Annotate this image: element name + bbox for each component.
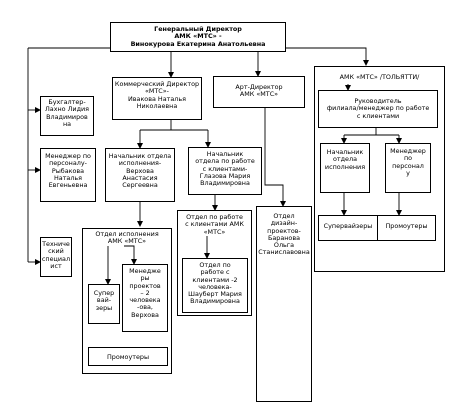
arrow-to-project-managers: [124, 245, 137, 265]
accountant-box: Бухгалтер- Лахно Лидия Владимиров на: [40, 96, 94, 136]
accountant-label: Бухгалтер- Лахно Лидия Владимиров на: [45, 99, 89, 128]
t-supervisors-label: Супервайзеры: [323, 223, 373, 230]
hr-manager-label: Менеджер по персоналу- Рыбакова Наталья …: [45, 153, 91, 190]
specialist-label: Техниче ский специал ист: [41, 241, 71, 270]
t-head-execution-box: Начальник отдела исполнения: [320, 143, 370, 193]
general-director-label: Генеральный Директор АМК «МТС» - Винокур…: [130, 26, 266, 48]
t-promoters-label: Промоутеры: [385, 223, 428, 230]
branch-head-box: Руководитель филиала/менеджер по работе …: [318, 90, 438, 128]
art-director-box: Арт-Директор АМК «МТС»: [213, 76, 305, 108]
hr-manager-box: Менеджер по персоналу- Рыбакова Наталья …: [40, 148, 96, 202]
head-client-label: Начальник отдела по работе с клиентами- …: [195, 151, 255, 188]
arrow-to-design: [264, 108, 286, 207]
t-hr-manager-label: Менеджер по персонал у: [390, 148, 426, 177]
design-dept-label: Отдел дизайн- проектов- Баранова Ольга С…: [258, 213, 310, 257]
specialist-box: Техниче ский специал ист: [40, 237, 72, 277]
arrow-to-togliatti: [286, 47, 369, 66]
promoters-left-label: Промоутеры: [106, 354, 150, 361]
project-managers-box: Менедже ры проектов – 2 человека -ова, В…: [122, 264, 168, 332]
t-staff-box: Супервайзеры Промоутеры: [318, 215, 436, 241]
art-director-label: Арт-Директор АМК «МТС»: [235, 84, 283, 99]
project-managers-label: Менедже ры проектов – 2 человека -ова, В…: [129, 268, 161, 319]
head-execution-box: Начальник отдела исполнения- Верхова Ана…: [105, 148, 175, 202]
branch-head-label: Руководитель филиала/менеджер по работе …: [326, 98, 430, 120]
client-dept-2-box: Отдел по работе с клиентами -2 человека-…: [182, 258, 248, 313]
t-head-execution-label: Начальник отдела исполнения: [324, 149, 366, 171]
t-hr-manager-box: Менеджер по персонал у: [385, 143, 431, 193]
promoters-left-box: Промоутеры: [88, 347, 168, 366]
supervisors-box: Супер вай- зеры: [88, 284, 120, 324]
design-dept-box: Отдел дизайн- проектов- Баранова Ольга С…: [256, 206, 312, 402]
client-dept-label: Отдел по работе с клиентами АМК «МТС»: [185, 214, 244, 236]
commercial-director-box: Коммерческий Директор «МТС»- Ивакова Нат…: [112, 77, 202, 120]
execution-dept-frame: Отдел исполнения АМК «МТС»: [82, 228, 172, 374]
supervisors-label: Супер вай- зеры: [93, 290, 115, 312]
togliatti-title: АМК «МТС» /ТОЛЬЯТТИ/: [339, 74, 420, 81]
general-director-box: Генеральный Директор АМК «МТС» - Винокур…: [110, 22, 286, 52]
client-dept-frame: Отдел по работе с клиентами АМК «МТС»: [177, 210, 252, 316]
togliatti-frame: АМК «МТС» /ТОЛЬЯТТИ/: [314, 66, 445, 272]
head-execution-label: Начальник отдела исполнения- Верхова Ана…: [108, 153, 172, 190]
t-staff-divider: [377, 216, 378, 240]
commercial-director-label: Коммерческий Директор «МТС»- Ивакова Нат…: [114, 81, 200, 110]
execution-dept-label: Отдел исполнения АМК «МТС»: [95, 231, 159, 246]
client-dept-2-label: Отдел по работе с клиентами -2 человека-…: [188, 262, 242, 306]
head-client-box: Начальник отдела по работе с клиентами- …: [188, 147, 262, 195]
